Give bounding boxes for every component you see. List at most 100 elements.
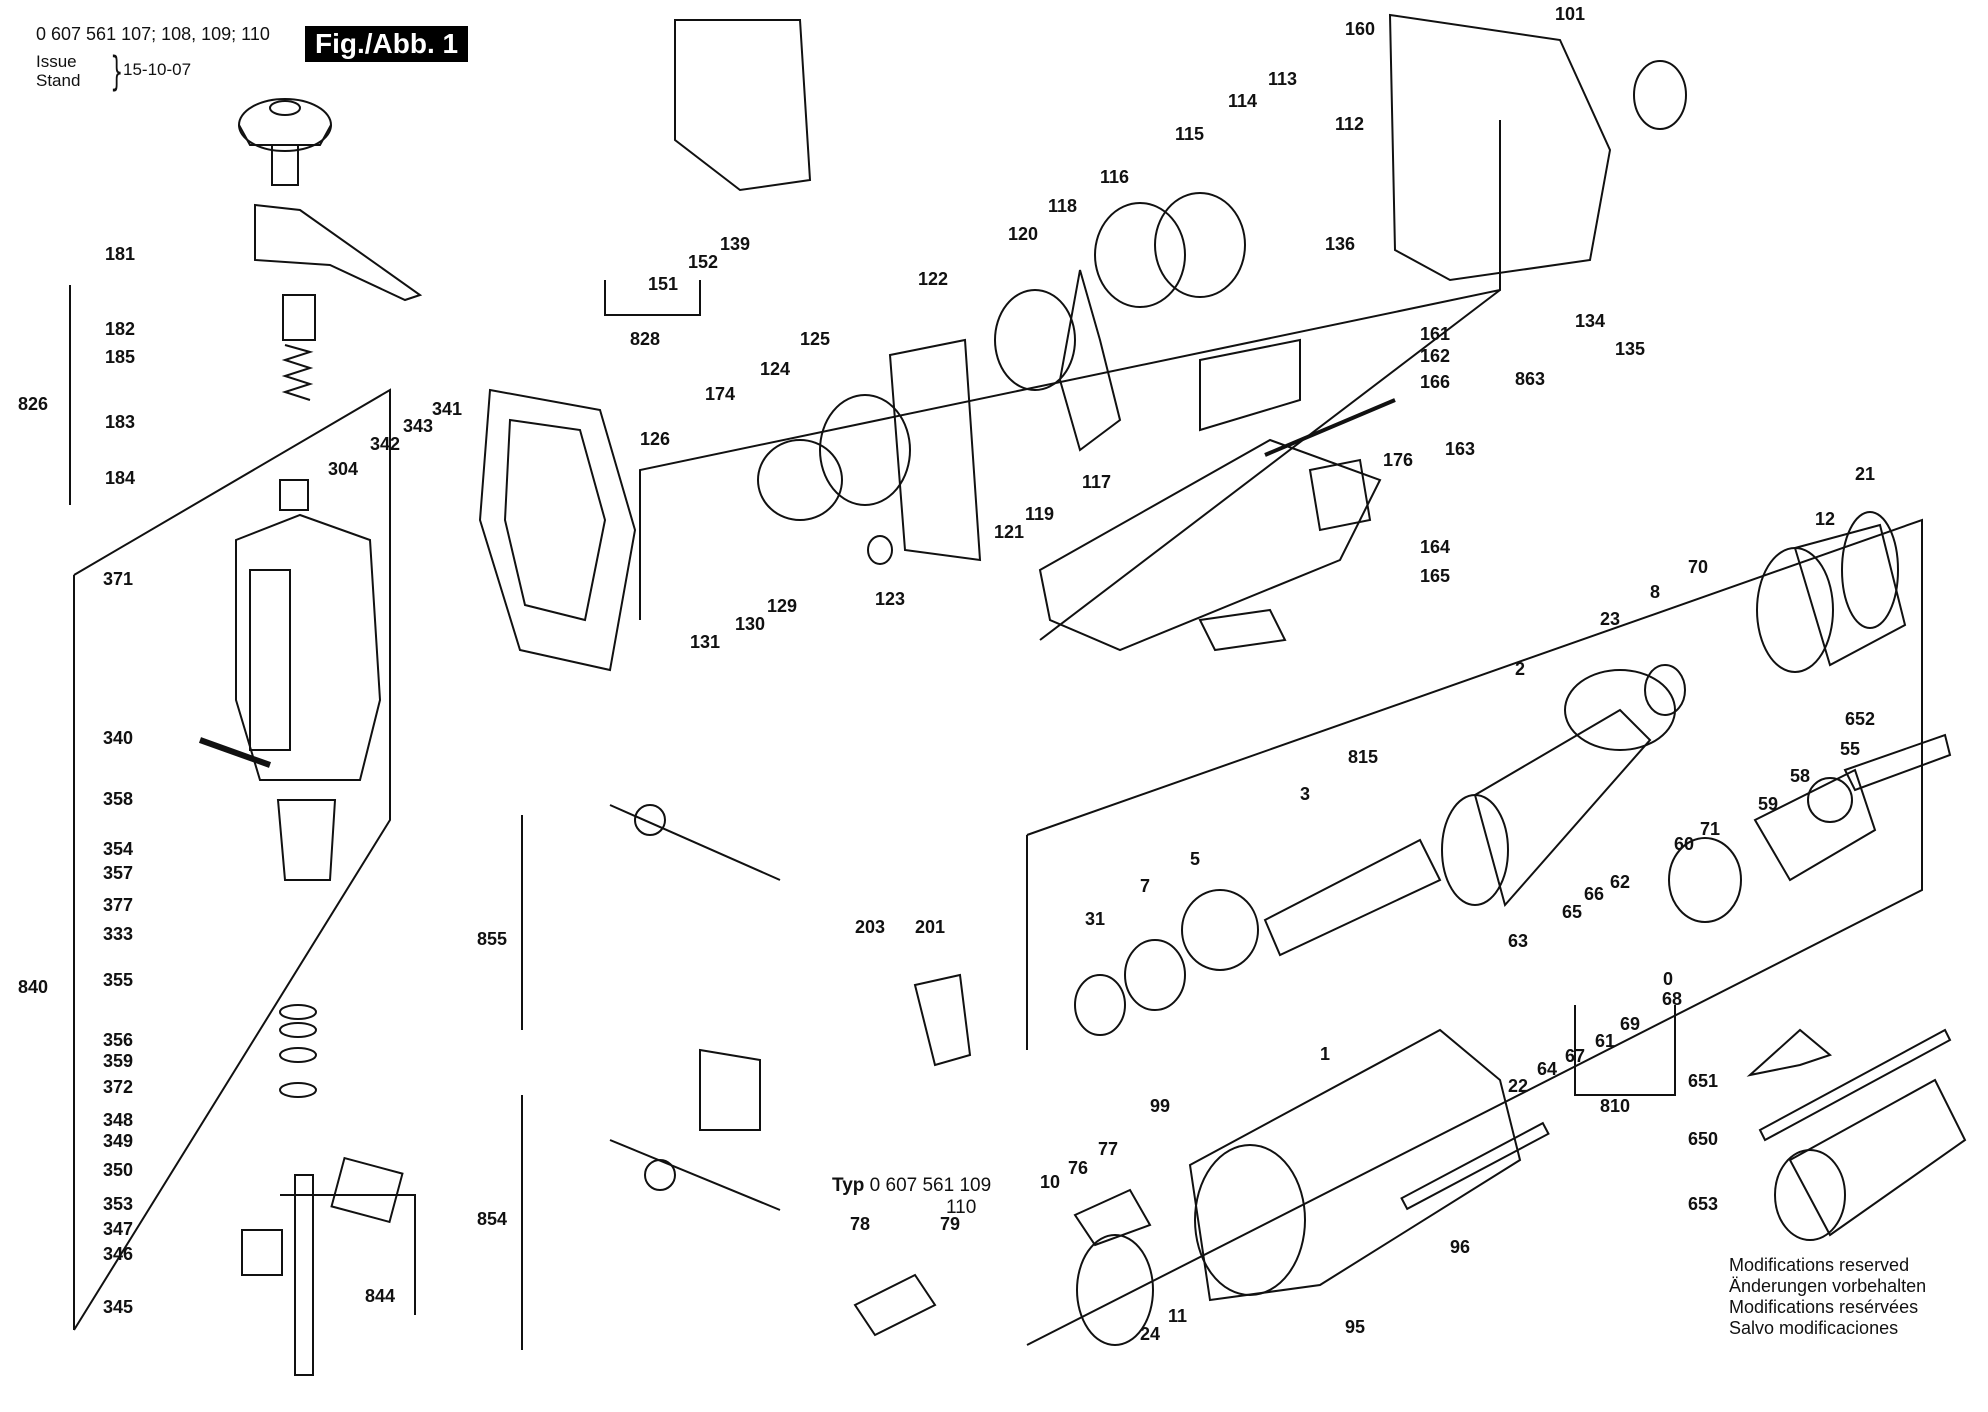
motor-housing-12-front [1756, 547, 1834, 673]
fan-5 [1181, 889, 1259, 971]
part-callout-68: 68 [1662, 989, 1682, 1009]
gear-115 [1154, 192, 1246, 298]
part-callout-164: 164 [1420, 537, 1450, 557]
part-callout-95: 95 [1345, 1317, 1365, 1337]
group-810-bracket [1574, 1005, 1676, 1096]
housing-window [249, 569, 291, 751]
part-callout-201: 201 [915, 917, 945, 937]
part-callout-116: 116 [1100, 167, 1129, 187]
part-callout-349: 349 [103, 1131, 133, 1151]
housing-group-frame [73, 388, 391, 1331]
eccentric-124 [757, 439, 843, 521]
modifications-notice: Modifications reserved Änderungen vorbeh… [1729, 1255, 1926, 1339]
part-callout-340: 340 [103, 728, 133, 748]
part-callout-12: 12 [1815, 509, 1835, 529]
part-callout-134: 134 [1575, 311, 1605, 331]
part-callout-160: 160 [1345, 19, 1375, 39]
part-callout-3: 3 [1300, 784, 1310, 804]
part-callout-342: 342 [370, 434, 400, 454]
part-callout-371: 371 [103, 569, 133, 589]
part-callout-161: 161 [1420, 324, 1450, 344]
part-callout-126: 126 [640, 429, 670, 449]
bearing-7 [1124, 939, 1186, 1011]
part-callout-96: 96 [1450, 1237, 1470, 1257]
part-callout-826: 826 [18, 394, 48, 414]
part-callout-66: 66 [1584, 884, 1604, 904]
part-callout-1: 1 [1320, 1044, 1330, 1064]
type-note-number-2: 110 [946, 1197, 977, 1218]
part-callout-176: 176 [1383, 450, 1413, 470]
diagram-linework [69, 13, 1967, 1376]
part-callout-163: 163 [1445, 439, 1475, 459]
part-callout-183: 183 [105, 412, 135, 432]
part-callout-69: 69 [1620, 1014, 1640, 1034]
issue-labels: Issue Stand [36, 52, 80, 90]
ring-120b [994, 289, 1076, 391]
hex-key-166 [1264, 398, 1396, 457]
part-callout-341: 341 [432, 399, 462, 419]
part-callout-61: 61 [1595, 1031, 1615, 1051]
switch-77 [1073, 1188, 1152, 1247]
part-callout-356: 356 [103, 1030, 133, 1050]
part-callout-131: 131 [690, 632, 720, 652]
shaft-855 [609, 804, 781, 881]
ring-24 [1076, 1234, 1154, 1346]
part-callout-59: 59 [1758, 794, 1778, 814]
part-callout-135: 135 [1615, 339, 1645, 359]
gasket-139-inner [503, 418, 607, 622]
part-callout-304: 304 [328, 459, 358, 479]
part-callout-184: 184 [105, 468, 135, 488]
part-callout-815: 815 [1348, 747, 1378, 767]
part-callout-77: 77 [1098, 1139, 1118, 1159]
part-callout-119: 119 [1025, 504, 1054, 524]
hose-connector-652 [1843, 733, 1952, 792]
connector-59 [1807, 777, 1853, 823]
clip-346 [241, 1229, 283, 1276]
part-callout-2: 2 [1515, 659, 1525, 679]
part-callout-129: 129 [767, 596, 797, 616]
part-callout-23: 23 [1600, 609, 1620, 629]
part-callout-117: 117 [1082, 472, 1111, 492]
part-callout-123: 123 [875, 589, 905, 609]
ring-356 [279, 1004, 317, 1020]
bearing-8 [1644, 664, 1686, 716]
type-note-number: 0 607 561 109 [869, 1175, 992, 1196]
part-callout-7: 7 [1140, 876, 1150, 896]
gear-group-frame-lower [1039, 289, 1501, 641]
motor-group-frame [1026, 518, 1923, 1346]
part-callout-125: 125 [800, 329, 830, 349]
part-callout-652: 652 [1845, 709, 1875, 729]
spindle-60 [1668, 837, 1742, 923]
part-callout-130: 130 [735, 614, 765, 634]
part-callout-124: 124 [760, 359, 790, 379]
part-callout-810: 810 [1600, 1096, 1630, 1116]
modifications-line-de: Änderungen vorbehalten [1729, 1276, 1927, 1296]
field-2-body [1473, 708, 1652, 908]
roller-854 [644, 1159, 676, 1191]
group-828-bracket [604, 280, 701, 316]
roller-855 [634, 804, 666, 836]
knob-stem [271, 144, 299, 186]
label-96 [1400, 1121, 1550, 1211]
cover-58 [1753, 768, 1877, 882]
knob-bracket [254, 203, 423, 302]
handle-1 [1188, 1028, 1522, 1302]
part-callout-355: 355 [103, 970, 133, 990]
part-callout-67: 67 [1565, 1046, 1585, 1066]
part-callout-855: 855 [477, 929, 507, 949]
part-callout-24: 24 [1140, 1324, 1160, 1344]
part-callout-347: 347 [103, 1219, 133, 1239]
part-callout-653: 653 [1688, 1194, 1718, 1214]
field-2-front [1441, 794, 1509, 906]
part-callout-65: 65 [1562, 902, 1582, 922]
housing-340 [235, 513, 382, 781]
ring-21 [1841, 511, 1899, 629]
part-callout-58: 58 [1790, 766, 1810, 786]
bushing-123 [867, 535, 893, 565]
part-callout-651: 651 [1688, 1071, 1718, 1091]
part-numbers-heading: 0 607 561 107; 108, 109; 110 [36, 24, 270, 44]
part-number-callouts: 0123578101112212223243155585960616263646… [18, 4, 1875, 1344]
part-callout-203: 203 [855, 917, 885, 937]
stand-label: Stand [36, 71, 81, 90]
plate-165 [1198, 608, 1287, 652]
